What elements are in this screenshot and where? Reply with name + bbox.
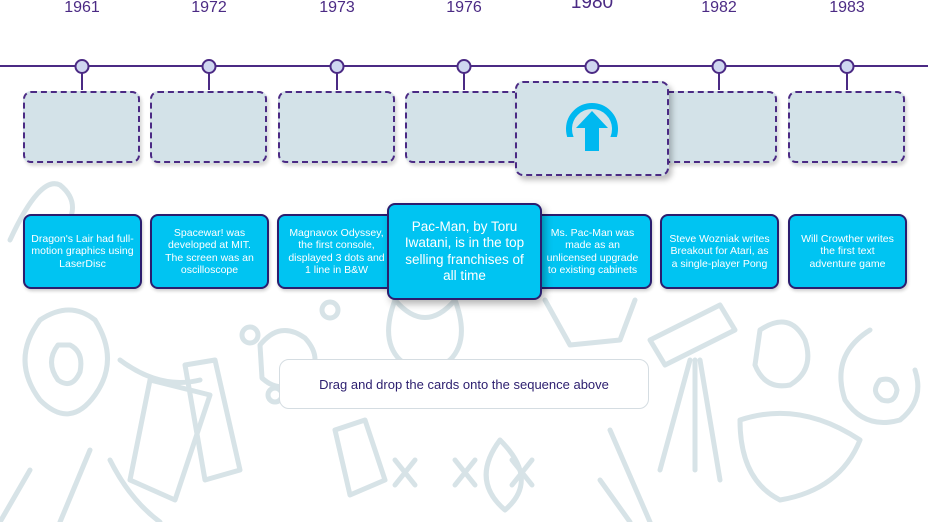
- drop-slot-1973[interactable]: [278, 91, 395, 163]
- timeline-node: [584, 59, 600, 74]
- timeline-stem: [846, 72, 848, 90]
- event-card[interactable]: Spacewar! was developed at MIT. The scre…: [150, 214, 269, 289]
- timeline-node: [201, 59, 217, 74]
- timeline-stem: [81, 72, 83, 90]
- timeline-stem: [463, 72, 465, 90]
- event-card[interactable]: Ms. Pac-Man was made as an unlicensed up…: [533, 214, 652, 289]
- instructions-box: Drag and drop the cards onto the sequenc…: [279, 359, 649, 409]
- instructions-text: Drag and drop the cards onto the sequenc…: [319, 376, 609, 392]
- event-card[interactable]: Dragon's Lair had full-motion graphics u…: [23, 214, 142, 289]
- drop-slot-1972[interactable]: [150, 91, 267, 163]
- timeline-stem: [208, 72, 210, 90]
- year-label: 1980: [570, 0, 614, 13]
- year-label: 1973: [319, 0, 355, 16]
- timeline-node: [456, 59, 472, 74]
- event-card[interactable]: Will Crowther writes the first text adve…: [788, 214, 907, 289]
- year-label: 1972: [191, 0, 227, 16]
- drop-slot-1961[interactable]: [23, 91, 140, 163]
- timeline-node: [839, 59, 855, 74]
- event-card-dragging[interactable]: Pac-Man, by Toru Iwatani, is in the top …: [387, 203, 542, 300]
- event-card[interactable]: Magnavox Odyssey, the first console, dis…: [277, 214, 396, 289]
- drop-slot-1980[interactable]: [515, 81, 669, 176]
- timeline-stem: [336, 72, 338, 90]
- timeline-node: [711, 59, 727, 74]
- timeline-node: [74, 59, 90, 74]
- timeline-node: [329, 59, 345, 74]
- year-label: 1982: [701, 0, 737, 16]
- event-card[interactable]: Steve Wozniak writes Breakout for Atari,…: [660, 214, 779, 289]
- drop-slot-1983[interactable]: [788, 91, 905, 163]
- year-label: 1976: [446, 0, 482, 16]
- drop-slot-1982[interactable]: [660, 91, 777, 163]
- drop-slot-1976[interactable]: [405, 91, 522, 163]
- timeline-stem: [718, 72, 720, 90]
- year-label: 1983: [829, 0, 865, 16]
- year-label: 1961: [64, 0, 100, 16]
- upload-arrow-icon: [566, 102, 618, 155]
